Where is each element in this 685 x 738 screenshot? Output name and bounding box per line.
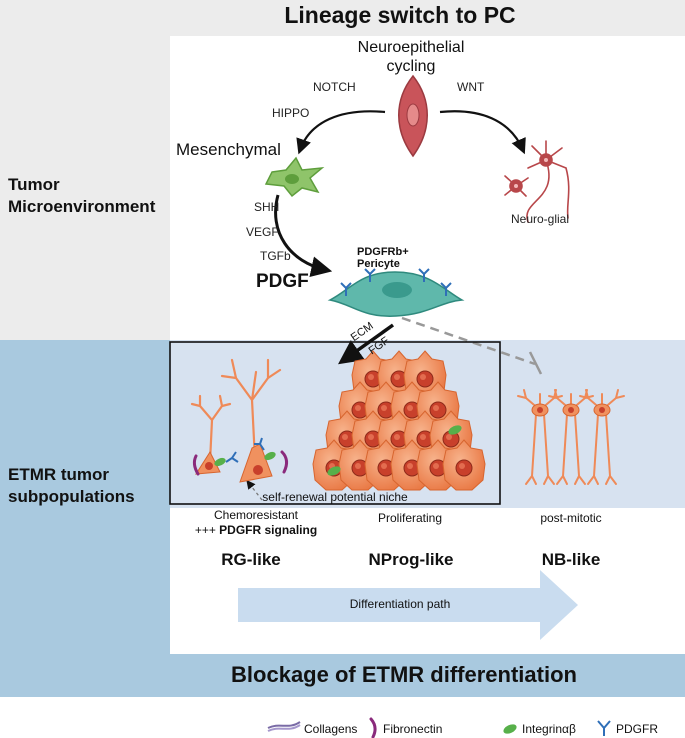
rg-like-desc: Chemoresistant [213,508,299,522]
nprog-like-cells-icon [312,350,486,491]
notch-hippo-arrow [296,110,386,155]
legend-collagens-label: Collagens [304,722,358,736]
nprog-like-label: NProg-like [368,550,454,569]
footer-title: Blockage of ETMR differentiation [231,662,577,687]
pericyte-cell-icon [327,268,465,317]
neuroglial-label: Neuro-glial [511,212,570,226]
notch-label: NOTCH [313,80,356,94]
tgfb-label: TGFb [260,249,291,263]
vegf-label: VEGF [246,225,279,239]
hippo-label: HIPPO [272,106,310,120]
page-title: Lineage switch to PC [284,2,516,28]
neuroglial-cell-icon [504,140,570,223]
mesenchymal-label: Mesenchymal [176,140,281,159]
legend-fibronectin-label: Fibronectin [383,722,443,736]
rg-like-cells-icon [190,358,289,483]
mesenchymal-cell-icon [264,156,325,198]
pdgfr-icon [597,720,611,736]
inhibition-line [401,316,536,366]
etmr-subpopulations-label: ETMR tumor subpopulations [8,465,135,506]
wnt-label: WNT [457,80,485,94]
collagen-icon [267,721,301,732]
niche-pointer-arrow [246,479,263,501]
neuroepithelial-cell-icon [398,74,428,158]
differentiation-path-label: Differentiation path [349,597,451,611]
rg-like-label: RG-like [221,550,281,569]
neuroepithelial-label: Neuroepithelial cycling [357,39,465,75]
differentiation-path-arrow [238,570,578,640]
niche-label: self-renewal potential niche [262,490,408,504]
nb-like-label: NB-like [541,550,601,569]
pdgf-arrow [274,194,333,278]
fibronectin-icon [369,717,377,738]
tumor-microenvironment-label: Tumor Microenvironment [8,175,156,216]
legend-integrin-label: Integrinαβ [522,722,576,736]
shh-label: SHH [254,200,280,214]
pericyte-label: PDGFRb+ Pericyte [357,246,409,270]
nb-like-neurons-icon [517,389,625,485]
inhibition-bar [528,351,543,375]
self-renewal-niche-box [169,341,501,505]
pdgf-label: PDGF [256,271,309,292]
nprog-like-desc: Proliferating [377,511,443,525]
nb-like-desc: post-mitotic [540,511,602,525]
integrin-icon [503,724,517,734]
wnt-arrow [439,110,526,155]
rg-like-desc2: +++ PDGFR signaling [194,523,318,537]
legend-pdgfr-label: PDGFR [616,722,658,736]
